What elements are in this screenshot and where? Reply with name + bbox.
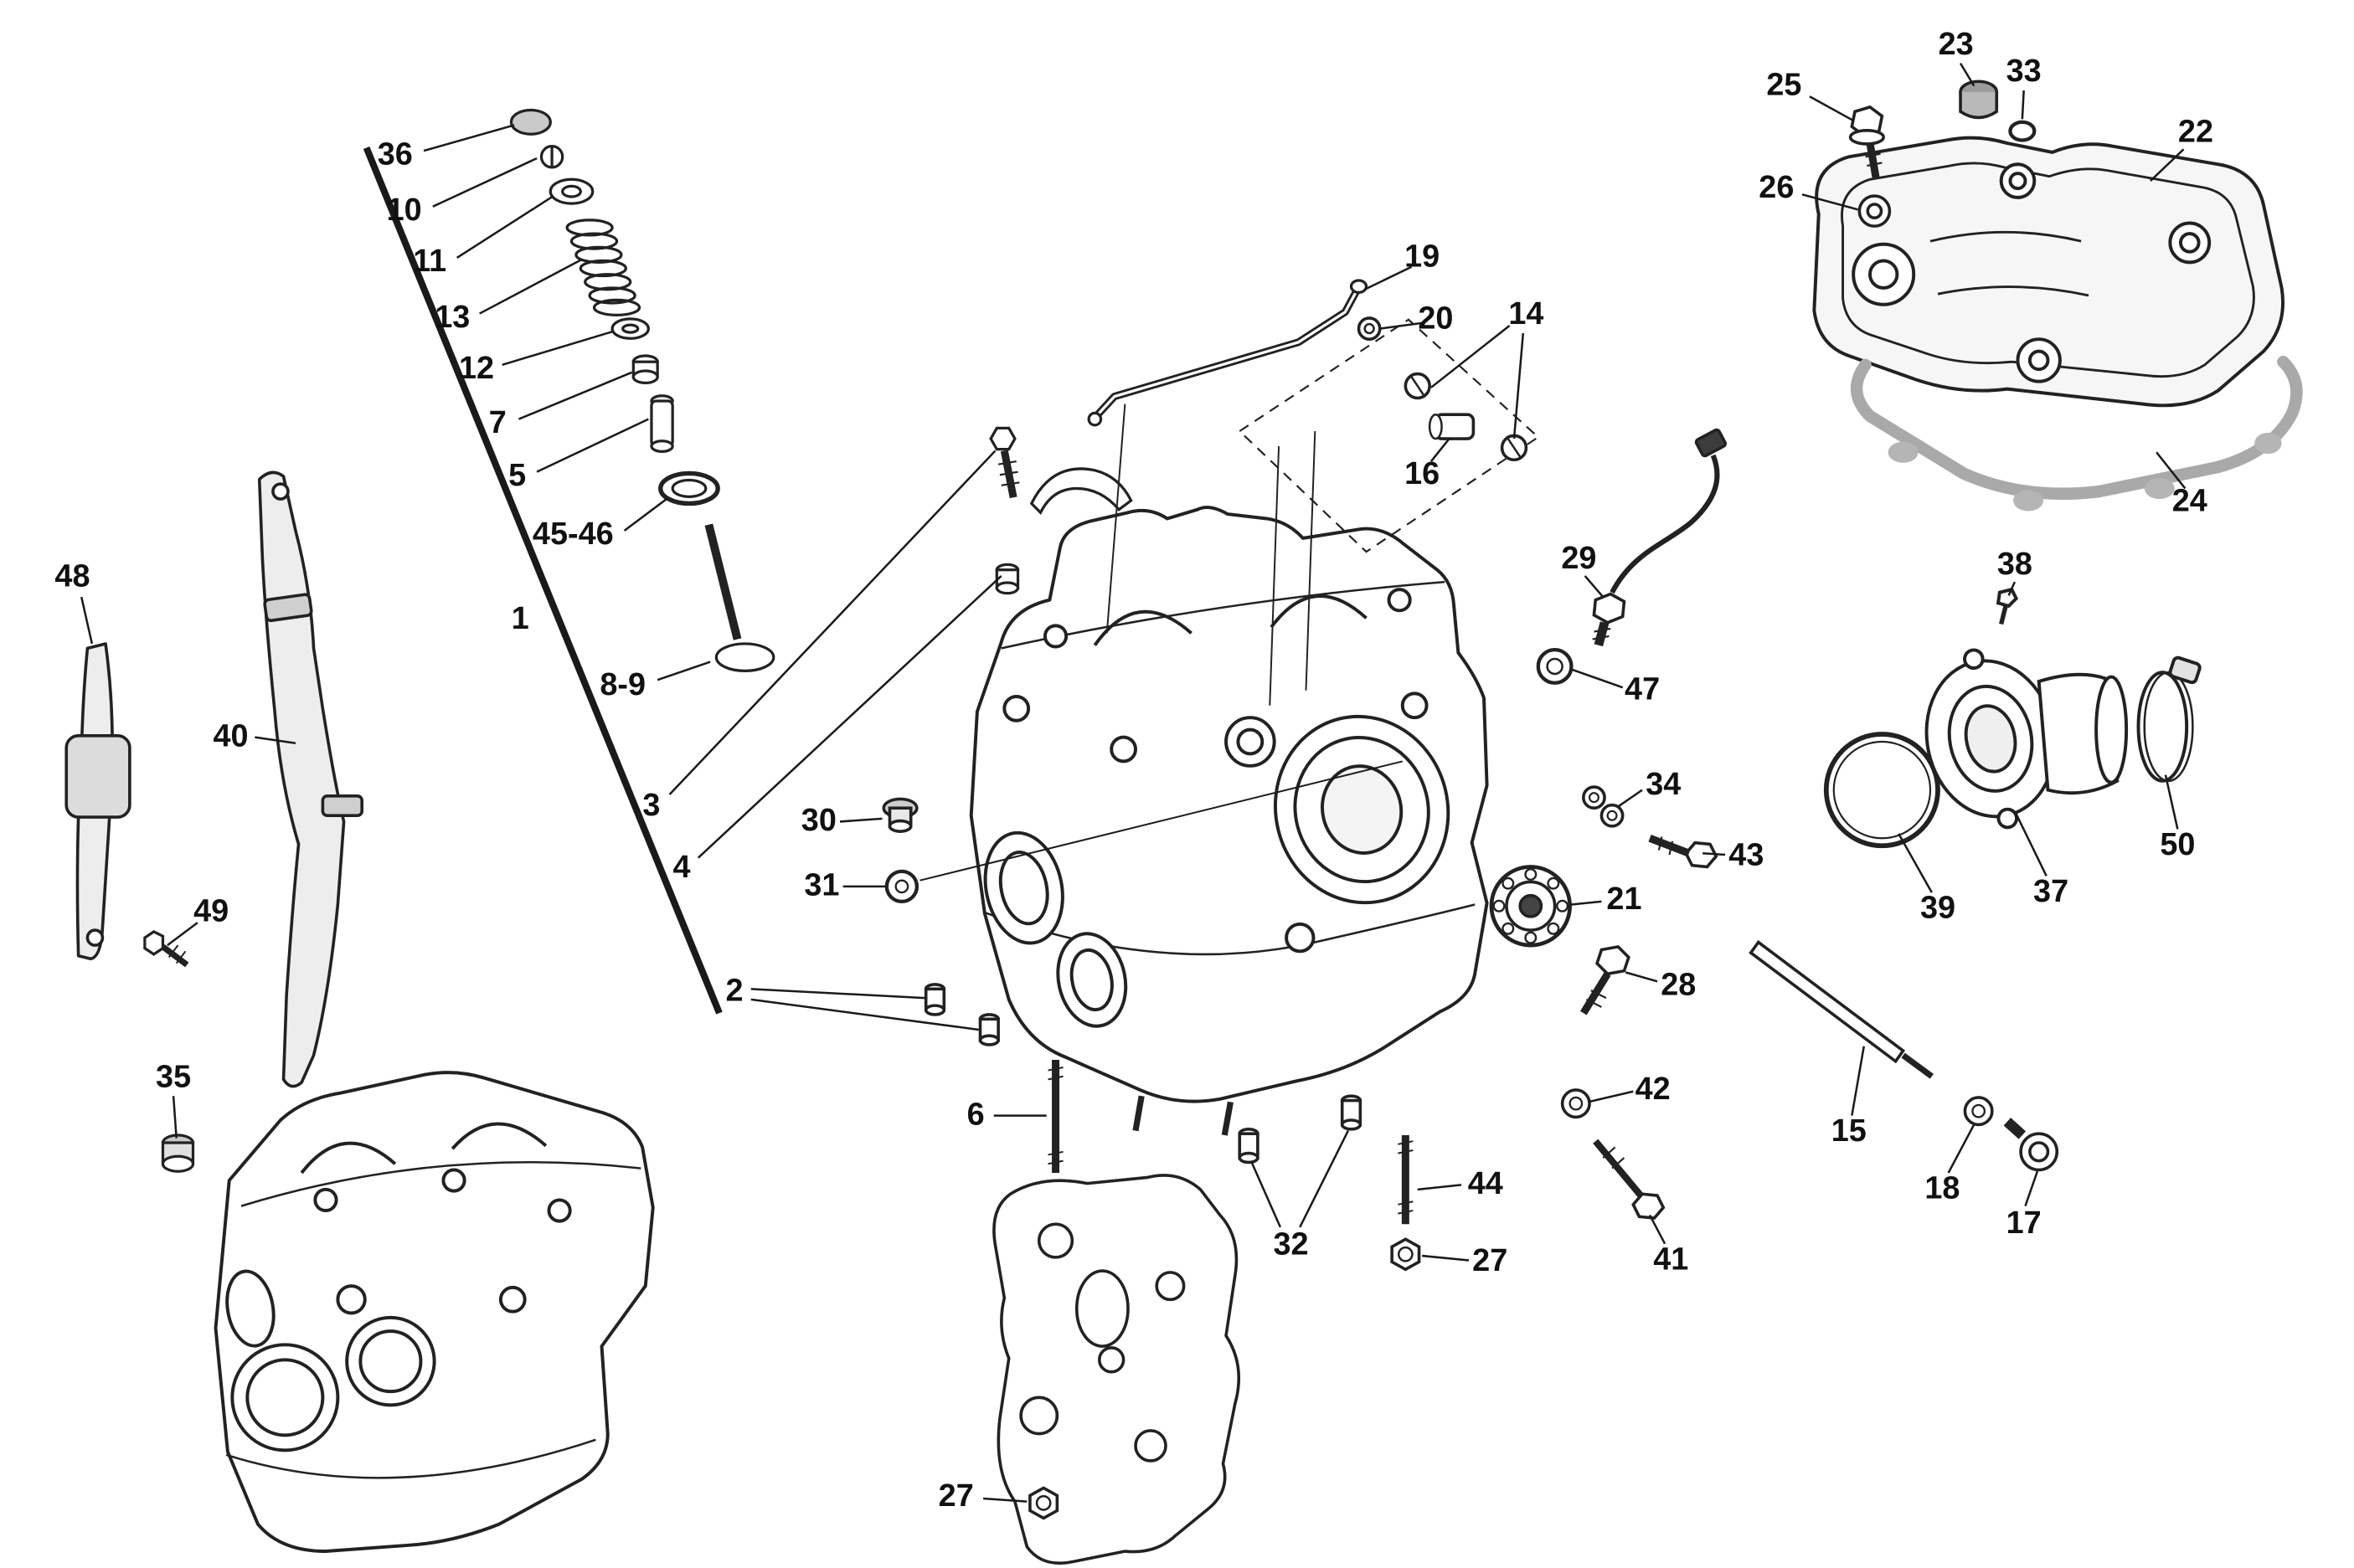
part-label-36: 36: [377, 136, 413, 172]
part-label-12: 12: [459, 351, 495, 387]
part-label-21: 21: [1606, 882, 1642, 917]
part-label-5: 5: [508, 458, 527, 493]
part-label-37: 37: [2033, 874, 2069, 909]
valve-train-parts-drawing: [509, 108, 775, 672]
part-label-3: 3: [642, 788, 661, 824]
part-label-27b: 27: [938, 1478, 974, 1514]
front-cover-lower-drawing: [992, 1174, 1240, 1565]
part-label-42: 42: [1635, 1072, 1671, 1107]
part-label-15: 15: [1831, 1113, 1867, 1149]
part-label-24: 24: [2171, 484, 2207, 519]
part-label-20: 20: [1418, 301, 1454, 337]
part-label-29: 29: [1561, 541, 1597, 576]
head-bolt-and-bushing-drawing: [989, 426, 1133, 595]
part-label-17: 17: [2006, 1206, 2042, 1242]
intake-manifold-drawing: [1823, 587, 2202, 849]
cover-hardware-drawing: [1848, 80, 2037, 228]
valve-cover-gasket-drawing: [1850, 355, 2303, 512]
cylinder-head-lower-left-drawing: [214, 1071, 655, 1554]
part-label-49: 49: [193, 893, 229, 929]
breather-pipe-area-drawing: [1087, 279, 1540, 706]
part-label-10: 10: [386, 193, 422, 228]
part-label-31: 31: [804, 868, 840, 903]
part-label-18: 18: [1924, 1171, 1960, 1206]
ref-line-part-1: [363, 146, 723, 1015]
chain-guide-48-drawing: [64, 642, 131, 961]
part-label-48: 48: [54, 559, 90, 594]
part-label-38: 38: [1996, 547, 2032, 583]
part-label-26: 26: [1759, 170, 1795, 205]
part-label-2: 2: [725, 974, 744, 1009]
part-label-47: 47: [1625, 672, 1661, 707]
part-label-28: 28: [1661, 968, 1697, 1003]
left-hardware-drawing: [143, 930, 195, 1173]
part-label-16: 16: [1404, 456, 1440, 492]
part-label-34: 34: [1646, 767, 1682, 803]
temp-sensor-drawing: [1536, 428, 1728, 685]
part-label-7: 7: [488, 405, 507, 440]
leader-lines: [80, 62, 2187, 1503]
part-label-35: 35: [156, 1059, 192, 1095]
part-label-41: 41: [1653, 1242, 1689, 1278]
part-label-39: 39: [1919, 891, 1956, 926]
part-label-13: 13: [435, 300, 471, 335]
part-label-1: 1: [511, 601, 529, 636]
valve-cover-drawing: [1812, 136, 2285, 408]
part-label-33: 33: [2006, 54, 2042, 90]
part-label-14: 14: [1508, 296, 1544, 332]
small-parts-drawing: [882, 785, 2059, 1520]
chain-guide-40-drawing: [257, 470, 363, 1088]
part-label-45-46: 45-46: [532, 517, 614, 553]
part-label-11: 11: [413, 244, 447, 280]
part-label-30: 30: [801, 803, 837, 839]
part-label-50: 50: [2160, 827, 2196, 863]
part-label-6: 6: [966, 1097, 985, 1133]
part-label-43: 43: [1728, 838, 1764, 873]
part-label-27a: 27: [1472, 1243, 1508, 1279]
part-label-19: 19: [1404, 239, 1440, 275]
part-label-44: 44: [1467, 1166, 1503, 1202]
part-label-40: 40: [213, 718, 249, 754]
part-label-22: 22: [2177, 114, 2213, 150]
part-label-8-9: 8-9: [600, 667, 646, 703]
part-label-32: 32: [1273, 1226, 1309, 1262]
part-label-25: 25: [1766, 68, 1802, 103]
part-label-23: 23: [1938, 27, 1974, 62]
part-label-4: 4: [672, 850, 691, 886]
